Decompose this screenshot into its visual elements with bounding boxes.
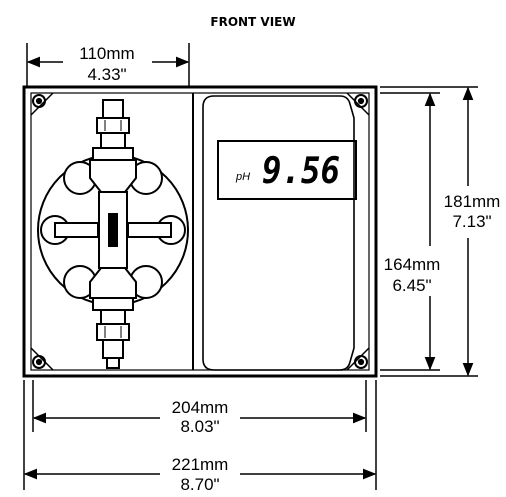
screw-bottom-left bbox=[32, 355, 46, 369]
dim-outer-width bbox=[23, 380, 377, 490]
screw-top-right bbox=[354, 94, 368, 108]
enclosure-outer-edge bbox=[22, 85, 378, 378]
pump-head bbox=[37, 99, 189, 369]
dim-inner-height-mm: 164mm bbox=[384, 255, 441, 274]
screw-top-left bbox=[32, 94, 46, 108]
dim-outer-height-mm: 181mm bbox=[444, 192, 501, 211]
display-reading: 9.56 bbox=[262, 151, 340, 192]
lcd-window bbox=[217, 140, 357, 200]
valve-shading bbox=[104, 120, 122, 338]
valve-body bbox=[89, 99, 137, 369]
enclosure-inner-edge bbox=[30, 92, 370, 371]
screw-bottom-right bbox=[354, 355, 368, 369]
mounting-screws bbox=[32, 94, 368, 369]
dim-top-width-mm: 110mm bbox=[79, 44, 134, 63]
dim-inner-width-mm: 204mm bbox=[172, 398, 229, 417]
display-unit: pH bbox=[235, 171, 250, 183]
dim-top-width-in: 4.33" bbox=[87, 65, 126, 84]
controller-panel bbox=[202, 95, 357, 371]
drawing-title: FRONT VIEW bbox=[210, 15, 295, 29]
enclosure bbox=[22, 85, 378, 378]
dim-outer-width-in: 8.70" bbox=[180, 475, 219, 494]
dim-outer-width-mm: 221mm bbox=[172, 455, 229, 474]
dim-inner-width bbox=[32, 380, 367, 432]
dim-top-width bbox=[26, 43, 190, 86]
controller-faceplate bbox=[202, 95, 355, 371]
lcd-display: pH 9.56 bbox=[235, 151, 340, 192]
dim-inner-height bbox=[380, 92, 440, 371]
dim-inner-width-in: 8.03" bbox=[180, 417, 219, 436]
corner-bevels bbox=[30, 92, 370, 371]
dim-inner-height-in: 6.45" bbox=[392, 276, 431, 295]
dim-outer-height-in: 7.13" bbox=[452, 212, 491, 231]
dim-outer-height bbox=[380, 86, 478, 377]
